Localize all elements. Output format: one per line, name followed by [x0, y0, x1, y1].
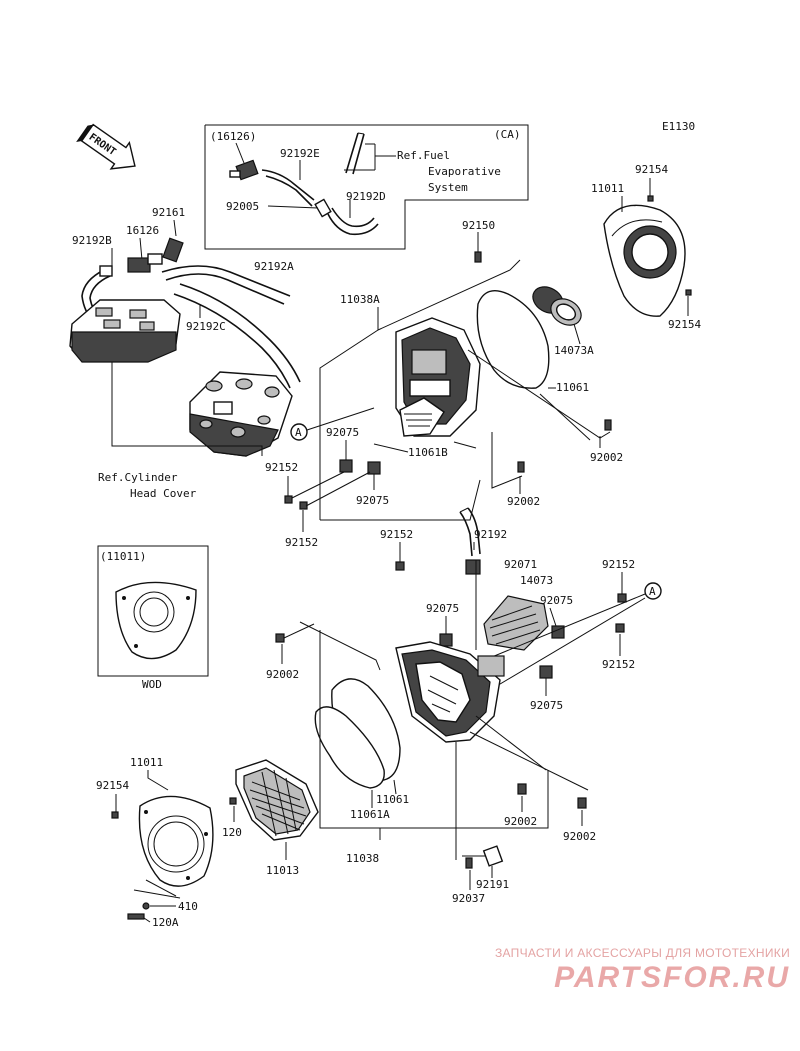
label-410: 410 — [178, 900, 198, 913]
label-92154-bottom: 92154 — [96, 779, 129, 792]
marker-a2-text: A — [649, 585, 656, 598]
air-cleaner-upper: 92150 11038A 11011 92154 92154 14073A 11… — [265, 163, 701, 549]
element-14073 — [483, 595, 549, 651]
cylinder-head-cover-upper — [69, 299, 181, 363]
ref-head-line2: Head Cover — [130, 487, 197, 500]
label-92192: 92192 — [474, 528, 507, 541]
label-92161: 92161 — [152, 206, 185, 219]
valve-16126 — [127, 237, 184, 273]
housing-11038A — [395, 317, 481, 437]
marker-a-lower — [644, 582, 662, 600]
label-11038A: 11038A — [340, 293, 380, 306]
label-92037: 92037 — [452, 892, 485, 905]
ref-head-line1: Ref.Cylinder — [98, 471, 178, 484]
label-11061-top: 11061 — [556, 381, 589, 394]
label-92075-c: 92075 — [540, 594, 573, 607]
hose-92192 — [459, 511, 473, 557]
label-11061-bottom: 11061 — [376, 793, 409, 806]
label-92075-b: 92075 — [356, 494, 389, 507]
ca-hose-92192E — [261, 169, 315, 201]
label-92154-right: 92154 — [668, 318, 701, 331]
label-92002-b2: 92002 — [563, 830, 596, 843]
label-92152-b: 92152 — [285, 536, 318, 549]
screw-120A — [127, 913, 145, 920]
ca-callout-box: (CA) (16126) 92192E 92005 92192D Ref.Fue… — [204, 124, 529, 250]
label-92191: 92191 — [476, 878, 509, 891]
label-92002-b1: 92002 — [504, 815, 537, 828]
ca-valve-16126 — [229, 142, 259, 181]
drain-plug-92191 — [462, 845, 504, 867]
grommet-92075-a — [339, 459, 353, 473]
label-92075-e: 92075 — [530, 699, 563, 712]
label-92071: 92071 — [504, 558, 537, 571]
label-92002-r1: 92002 — [590, 451, 623, 464]
marker-a1-text: A — [295, 426, 302, 439]
label-14073: 14073 — [520, 574, 553, 587]
ca-joint-92005 — [267, 198, 332, 218]
label-92002-r2: 92002 — [507, 495, 540, 508]
label-120: 120 — [222, 826, 242, 839]
label-11038: 11038 — [346, 852, 379, 865]
ca-part-92192E: 92192E — [280, 147, 320, 160]
label-92075-a: 92075 — [326, 426, 359, 439]
ca-part-16126: (16126) — [210, 130, 256, 143]
label-120A: 120A — [152, 916, 179, 929]
ca-hose-92192D — [327, 213, 379, 236]
label-92002-l: 92002 — [266, 668, 299, 681]
wod-header: (11011) — [100, 550, 146, 563]
label-92152-d: 92152 — [602, 558, 635, 571]
hose-92192A — [161, 265, 291, 297]
left-upper-assembly: 92161 16126 92192B 92192A 92192C — [69, 206, 301, 500]
label-11011-bottom: 11011 — [130, 756, 163, 769]
ca-ref-line2: Evaporative — [428, 165, 501, 178]
ca-ref-line3: System — [428, 181, 468, 194]
housing-11038 — [395, 641, 505, 743]
air-cleaner-lower: 92192 92152 92071 92152 14073 92075 9207… — [96, 507, 662, 929]
label-92192B: 92192B — [72, 234, 112, 247]
label-92152-e: 92152 — [602, 658, 635, 671]
ca-part-92192D: 92192D — [346, 190, 386, 203]
label-11011-top: 11011 — [591, 182, 624, 195]
cylinder-head-cover-lower — [189, 371, 293, 457]
wod-footer: WOD — [142, 678, 162, 691]
label-16126: 16126 — [126, 224, 159, 237]
filter-element-11013 — [235, 759, 319, 841]
hose-92192C — [179, 283, 301, 383]
gasket-11061A — [314, 706, 385, 789]
label-92154-top: 92154 — [635, 163, 668, 176]
cover-11011-bottom — [138, 795, 214, 887]
clamp-92037 — [465, 857, 473, 869]
label-11061A: 11061A — [350, 808, 390, 821]
label-92150: 92150 — [462, 219, 495, 232]
label-14073A: 14073A — [554, 344, 594, 357]
ca-part-92005: 92005 — [226, 200, 259, 213]
clamp-92071 — [465, 559, 481, 575]
marker-a-upper — [290, 423, 308, 441]
label-11013: 11013 — [266, 864, 299, 877]
watermark-tagline: ЗАПЧАСТИ И АКСЕССУАРЫ ДЛЯ МОТОТЕХНИКИ — [494, 946, 790, 960]
label-92152-c: 92152 — [380, 528, 413, 541]
label-92192A: 92192A — [254, 260, 294, 273]
label-92192C: 92192C — [186, 320, 226, 333]
watermark: ЗАПЧАСТИ И АКСЕССУАРЫ ДЛЯ МОТОТЕХНИКИ PA… — [470, 946, 790, 996]
label-11061B: 11061B — [408, 446, 448, 459]
gasket-11061-top — [476, 290, 550, 389]
element-14073A — [532, 286, 582, 326]
wod-callout-box: (11011) WOD — [97, 545, 209, 691]
ca-tag: (CA) — [494, 128, 521, 141]
label-92075-d: 92075 — [426, 602, 459, 615]
front-arrow-icon: FRONT — [76, 123, 136, 170]
ca-ref-line1: Ref.Fuel — [397, 149, 450, 162]
label-92152-a: 92152 — [265, 461, 298, 474]
cover-11011-top — [603, 204, 686, 317]
wod-cover-11011 — [115, 581, 197, 660]
diagram-code: E1130 — [662, 120, 695, 133]
ca-fuel-hose — [345, 132, 365, 175]
watermark-brand: PARTSFOR.RU — [554, 961, 790, 994]
